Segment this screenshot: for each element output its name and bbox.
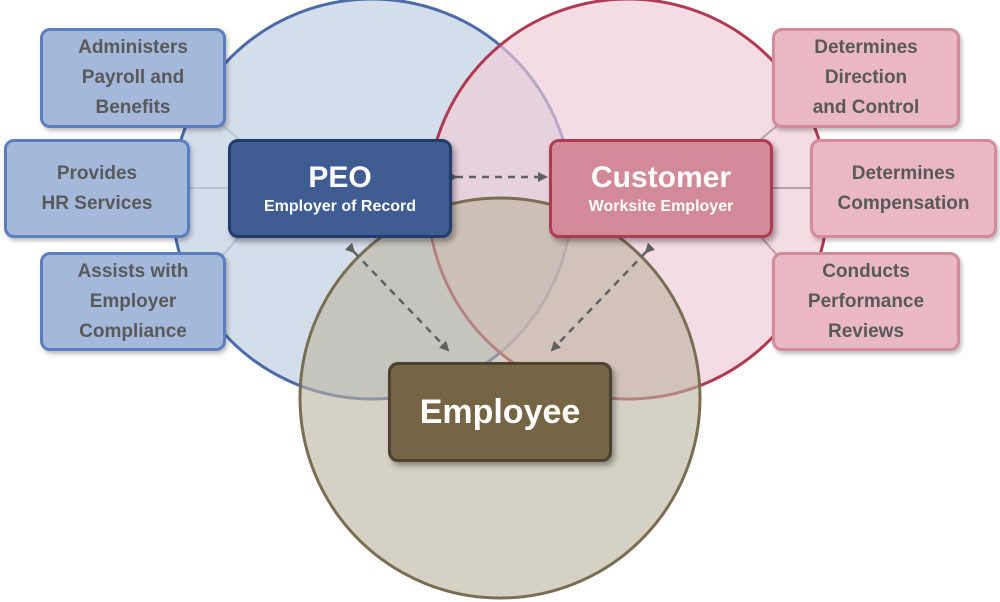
customer-role-label: Determines Compensation	[837, 162, 970, 214]
customer-role-label: Conducts Performance Reviews	[807, 260, 925, 342]
peo-box: PEO Employer of Record	[228, 139, 452, 238]
customer-role-direction-control: Determines Direction and Control	[772, 28, 960, 128]
peo-role-payroll-benefits: Administers Payroll and Benefits	[40, 28, 226, 128]
peo-title: PEO	[308, 160, 372, 194]
customer-role-performance-reviews: Conducts Performance Reviews	[772, 252, 960, 351]
peo-role-hr-services: Provides HR Services	[4, 139, 190, 238]
customer-box: Customer Worksite Employer	[549, 139, 773, 238]
peo-role-compliance: Assists with Employer Compliance	[40, 252, 226, 351]
peo-role-label: Provides HR Services	[41, 162, 153, 214]
customer-title: Customer	[590, 160, 732, 194]
peo-subtitle: Employer of Record	[263, 197, 417, 215]
peo-role-label: Administers Payroll and Benefits	[78, 37, 188, 118]
customer-subtitle: Worksite Employer	[588, 197, 734, 215]
arrow-customer-employee	[550, 242, 656, 352]
peo-role-label: Assists with Employer Compliance	[77, 260, 189, 342]
arrow-peo-employee	[344, 242, 450, 352]
employee-box: Employee	[388, 362, 612, 462]
customer-role-label: Determines Direction and Control	[812, 37, 920, 118]
employee-title: Employee	[419, 393, 581, 431]
customer-role-compensation: Determines Compensation	[810, 139, 997, 238]
